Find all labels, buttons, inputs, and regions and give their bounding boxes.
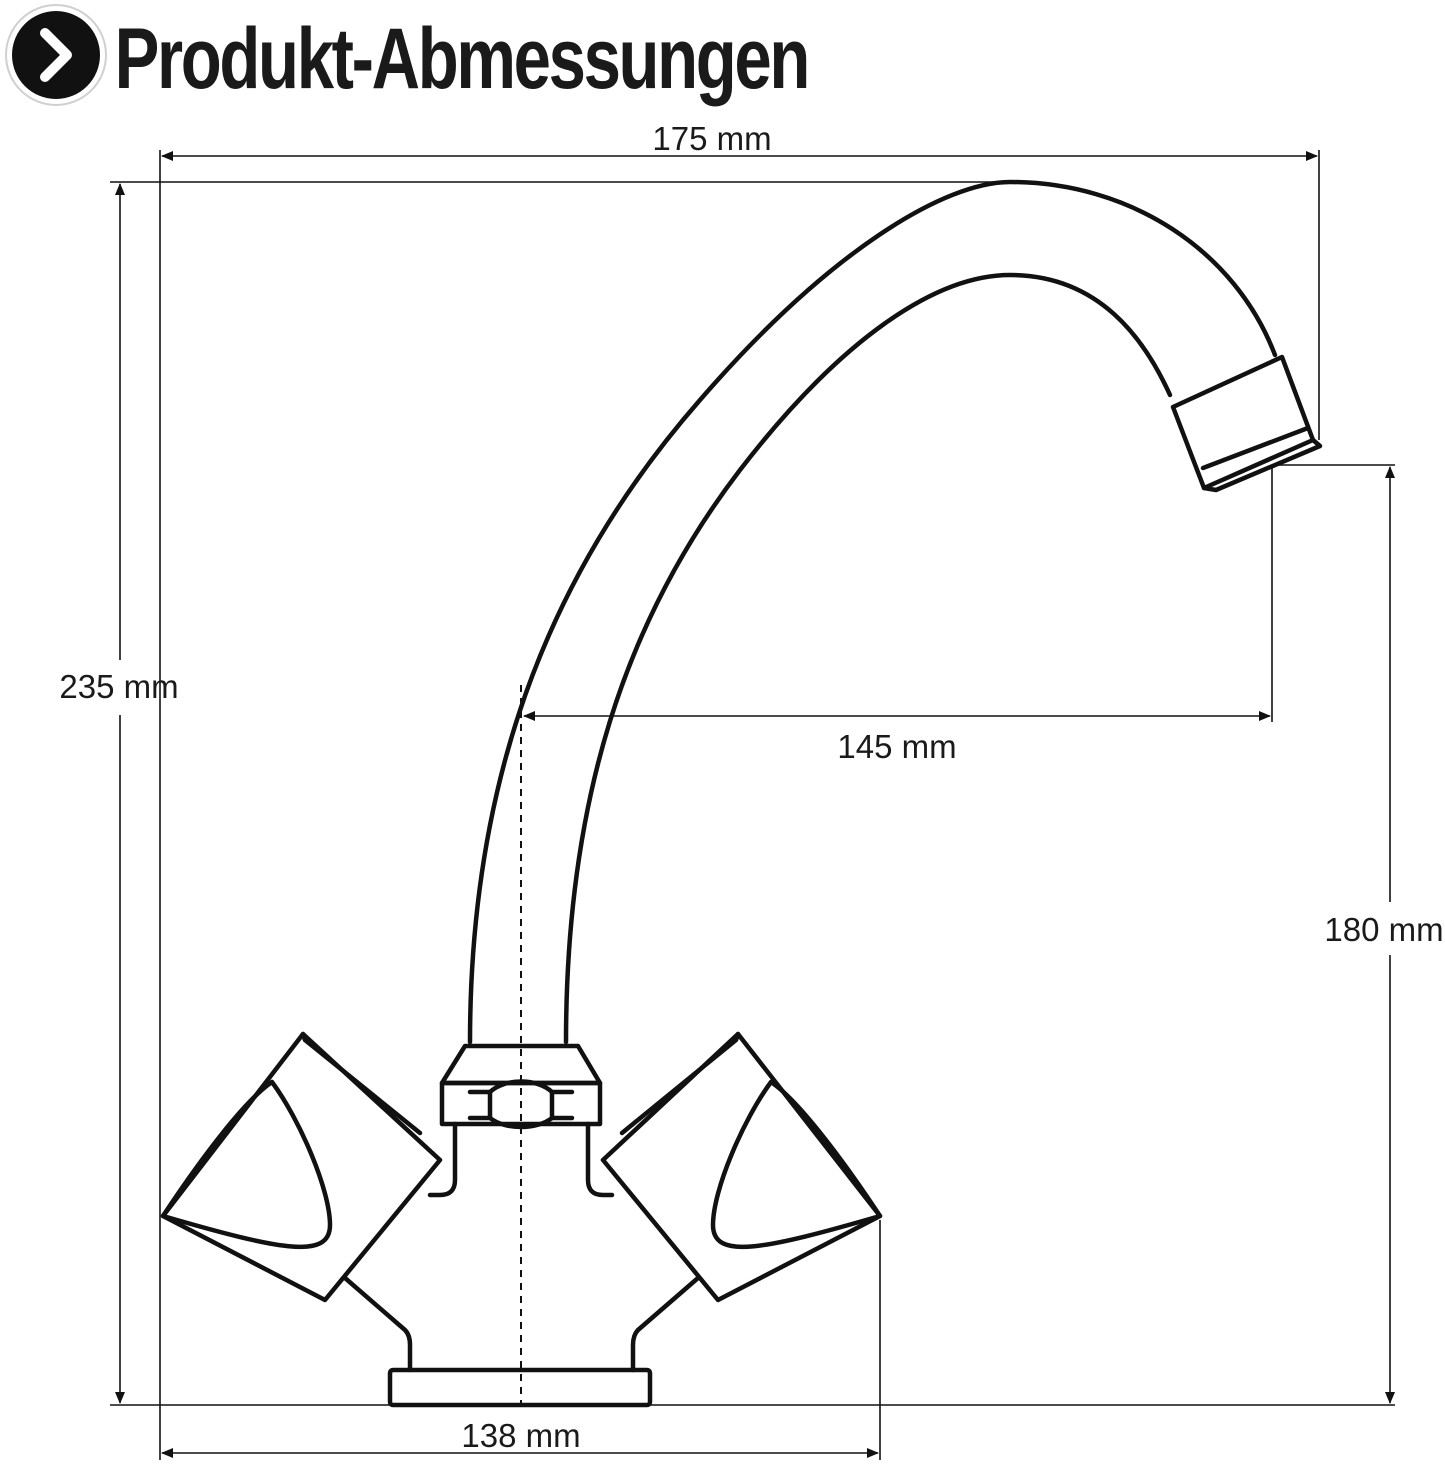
dimension-lines [115,151,1395,1458]
chevron-right-circle-icon [5,4,107,106]
page-title: Produkt-Abmessungen [115,11,808,107]
dimension-label-total-width: 175 mm [652,120,771,157]
extension-lines [110,150,1395,1460]
faucet-outline [160,179,1323,1408]
dimension-label-spout-reach: 145 mm [837,728,956,765]
dimension-label-spout-height: 180 mm [1324,911,1443,948]
dimension-label-base-width: 138 mm [461,1417,580,1454]
dimension-label-total-height: 235 mm [59,668,178,705]
